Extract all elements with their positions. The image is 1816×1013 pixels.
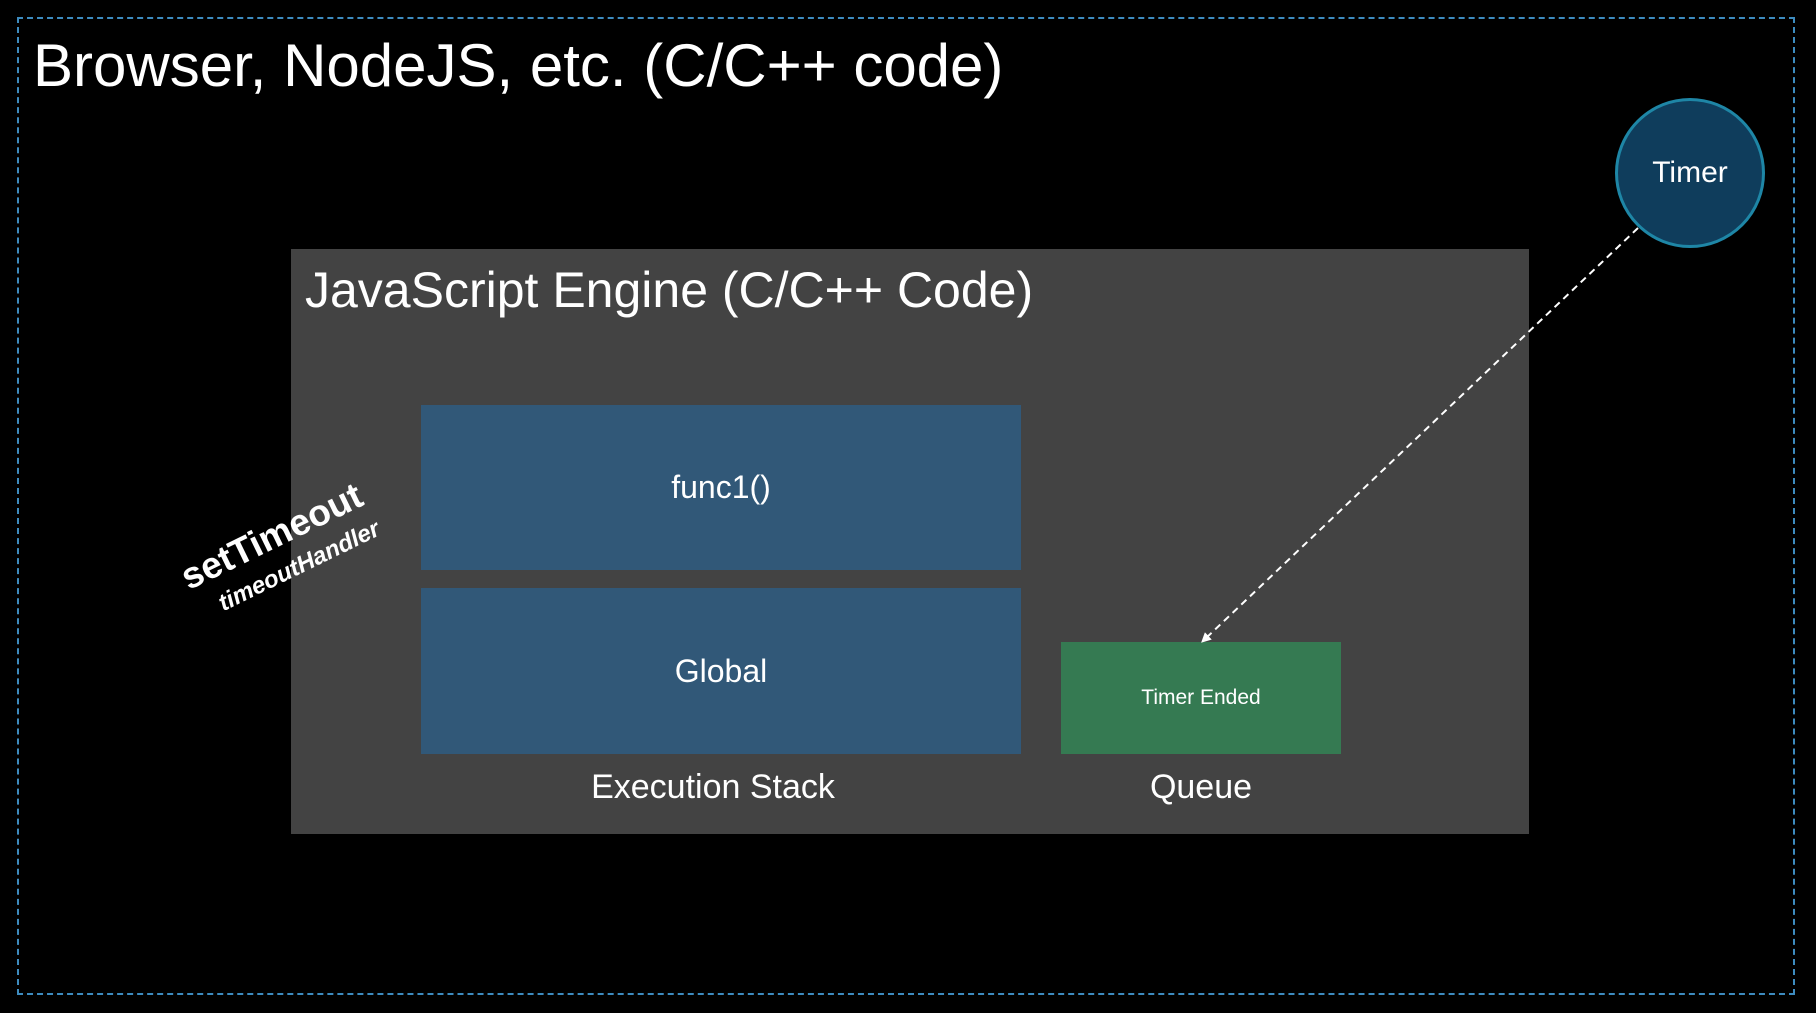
execution-stack-label: Execution Stack	[591, 768, 835, 806]
timer-label: Timer	[1652, 156, 1728, 189]
queue-label: Queue	[1149, 768, 1253, 806]
stack-frame-global: Global	[421, 588, 1021, 754]
timer-node: Timer	[1615, 98, 1765, 248]
outer-environment-frame	[17, 17, 1795, 995]
stack-frame-func1: func1()	[421, 405, 1021, 570]
outer-environment-title: Browser, NodeJS, etc. (C/C++ code)	[33, 32, 1004, 99]
queue-item-timer-ended: Timer Ended	[1061, 642, 1341, 754]
javascript-engine-title: JavaScript Engine (C/C++ Code)	[305, 262, 1034, 318]
